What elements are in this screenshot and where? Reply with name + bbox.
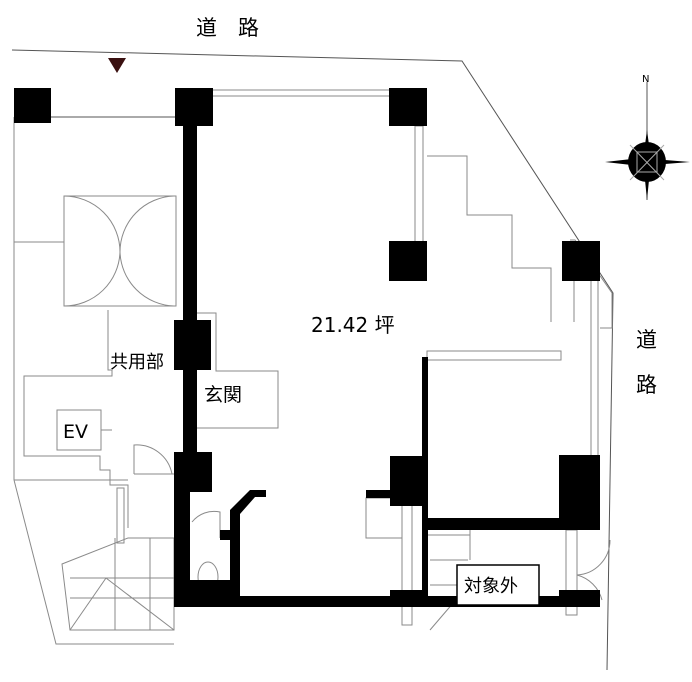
north-label: N (642, 74, 649, 85)
area-label: 21.42 坪 (311, 313, 395, 337)
common-area-label: 共用部 (110, 352, 164, 373)
walls (14, 88, 600, 607)
compass-icon: N (605, 74, 690, 200)
entrance-marker-icon (108, 58, 126, 73)
road-boundary (11, 49, 614, 671)
thin-lines (13, 89, 613, 645)
road-label-top: 道 路 (196, 16, 259, 40)
road-label-right-1: 道 (636, 328, 657, 352)
road-label-right-2: 路 (636, 373, 657, 397)
entrance-label: 玄関 (204, 384, 242, 406)
excluded-label: 対象外 (464, 576, 518, 597)
excluded-box (456, 564, 540, 606)
elevator-label: EV (63, 421, 88, 443)
